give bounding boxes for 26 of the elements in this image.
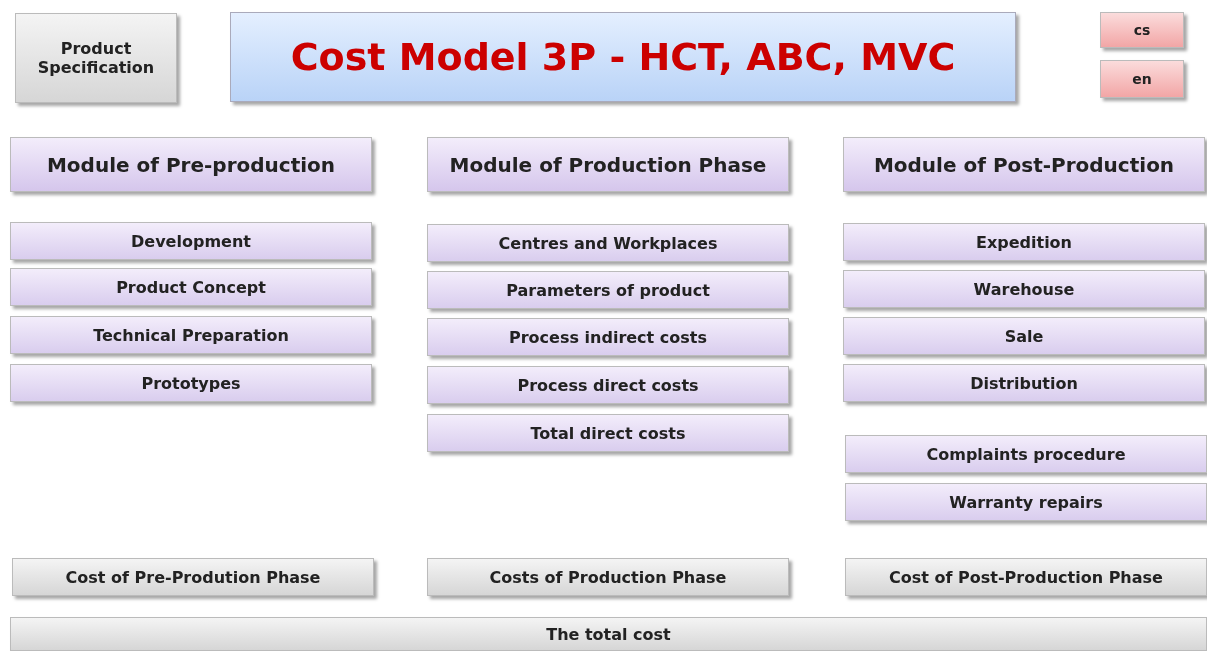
module-button: Module of Pre-production [10, 137, 372, 192]
menu-button: Process direct costs [427, 366, 789, 404]
menu-button: Parameters of product [427, 271, 789, 309]
menu-button: Cost of Post-Production Phase [845, 558, 1207, 596]
menu-button: Expedition [843, 223, 1205, 261]
title-banner: Cost Model 3P - HCT, ABC, MVC [230, 12, 1016, 102]
menu-button: Development [10, 222, 372, 260]
menu-button: Product Specification [15, 13, 177, 103]
menu-button: Cost of Pre-Prodution Phase [12, 558, 374, 596]
menu-button: Warranty repairs [845, 483, 1207, 521]
module-button: Module of Post-Production [843, 137, 1205, 192]
menu-button: Sale [843, 317, 1205, 355]
menu-button: Technical Preparation [10, 316, 372, 354]
menu-button: Process indirect costs [427, 318, 789, 356]
menu-button: Prototypes [10, 364, 372, 402]
module-button: Module of Production Phase [427, 137, 789, 192]
menu-button: Complaints procedure [845, 435, 1207, 473]
menu-button: Warehouse [843, 270, 1205, 308]
menu-button: Product Concept [10, 268, 372, 306]
menu-button: The total cost [10, 617, 1207, 651]
menu-button: Total direct costs [427, 414, 789, 452]
language-button: en [1100, 60, 1184, 98]
menu-button: Distribution [843, 364, 1205, 402]
menu-button: Centres and Workplaces [427, 224, 789, 262]
language-button: cs [1100, 12, 1184, 48]
menu-button: Costs of Production Phase [427, 558, 789, 596]
